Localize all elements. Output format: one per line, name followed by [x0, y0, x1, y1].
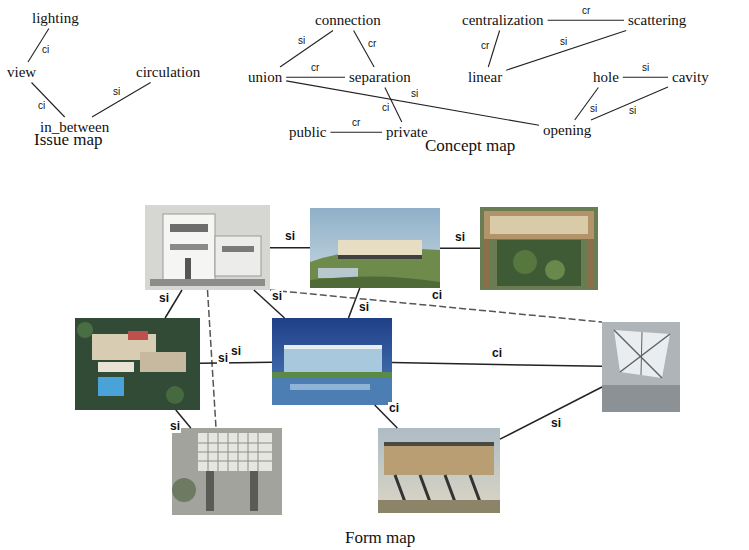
connector-line: [548, 20, 624, 21]
connector-line: [208, 290, 217, 428]
term-text: lighting: [32, 10, 79, 26]
term-text: scattering: [628, 12, 686, 28]
term-text: union: [248, 69, 282, 85]
screen-building-photo: [172, 428, 282, 515]
relation-label: si: [454, 231, 466, 244]
photo-node: [378, 428, 500, 513]
term-text: private: [386, 124, 428, 140]
term-text: public: [289, 124, 327, 140]
term-text: centralization: [462, 12, 544, 28]
model-photo: [145, 205, 270, 290]
connector-line: [331, 132, 383, 133]
relation-label: si: [628, 106, 637, 117]
connector-line: [92, 83, 151, 118]
connector-line: [440, 247, 480, 249]
term-node: linear: [466, 69, 504, 86]
relation-label: si: [559, 37, 568, 48]
photo-node: [172, 428, 282, 515]
relation-label: si: [358, 301, 370, 314]
relation-label: cr: [480, 41, 490, 52]
relation-label: si: [112, 87, 121, 98]
relation-label: si: [297, 36, 306, 47]
relation-label: si: [230, 345, 242, 358]
photo-node: [272, 318, 392, 405]
connector-line: [280, 31, 333, 68]
relation-label: ci: [491, 347, 503, 360]
connector-line: [591, 87, 668, 120]
relation-label: cr: [310, 63, 320, 74]
term-text: linear: [468, 69, 502, 85]
photo-node: [75, 318, 200, 410]
relation-label: ci: [41, 45, 50, 56]
term-node: opening: [541, 122, 593, 139]
term-node: lighting: [30, 10, 81, 27]
term-node: circulation: [134, 64, 202, 81]
term-node: scattering: [626, 12, 688, 29]
term-node: private: [384, 124, 430, 141]
connector-line: [392, 363, 602, 367]
term-node: union: [246, 69, 284, 86]
term-node: connection: [313, 12, 383, 29]
relation-label: ci: [37, 101, 46, 112]
relation-label: ci: [388, 402, 400, 415]
relation-label: si: [271, 290, 283, 303]
connector-line: [32, 83, 65, 118]
relation-label: ci: [381, 103, 390, 114]
term-text: cavity: [672, 69, 709, 85]
connector-line: [254, 290, 285, 318]
photo-node: [310, 208, 440, 288]
term-text: opening: [543, 122, 591, 138]
relation-label: si: [410, 89, 419, 100]
photo-node: [602, 322, 680, 412]
term-node: view: [5, 64, 38, 81]
term-text: separation: [349, 69, 411, 85]
relation-label: si: [158, 292, 170, 305]
relation-label: si: [589, 104, 598, 115]
glass-building-photo: [272, 318, 392, 405]
relation-label: si: [641, 63, 650, 74]
skylight-photo: [602, 322, 680, 412]
map-title: Concept map: [425, 136, 515, 156]
relation-label: si: [550, 417, 562, 430]
relation-label: si: [169, 420, 181, 433]
slanted-column-photo: [378, 428, 500, 513]
map-title: Form map: [345, 528, 415, 548]
term-text: circulation: [136, 64, 200, 80]
term-node: centralization: [460, 12, 546, 29]
connector-line: [500, 387, 602, 439]
aerial-model-photo: [75, 318, 200, 410]
relation-label: ci: [431, 289, 443, 302]
term-node: hole: [591, 69, 621, 86]
photo-node: [480, 207, 598, 290]
connector-line: [286, 77, 345, 78]
connector-line: [200, 362, 272, 364]
courtyard-photo: [480, 207, 598, 290]
term-text: connection: [315, 12, 381, 28]
relation-label: cr: [351, 118, 361, 129]
connector-line: [270, 290, 602, 322]
term-text: hole: [593, 69, 619, 85]
connector-line: [270, 247, 310, 249]
connector-line: [623, 77, 668, 78]
connector-line: [575, 88, 599, 121]
terrace-photo: [310, 208, 440, 288]
term-node: separation: [347, 69, 413, 86]
photo-node: [145, 205, 270, 290]
map-title: Issue map: [34, 130, 102, 150]
connector-line: [506, 31, 626, 71]
relation-label: cr: [367, 39, 377, 50]
term-node: cavity: [670, 69, 711, 86]
term-text: view: [7, 64, 36, 80]
relation-label: cr: [581, 6, 591, 17]
relation-label: si: [284, 230, 296, 243]
relation-label: si: [217, 352, 229, 365]
connector-line: [286, 81, 539, 125]
term-node: public: [287, 124, 329, 141]
